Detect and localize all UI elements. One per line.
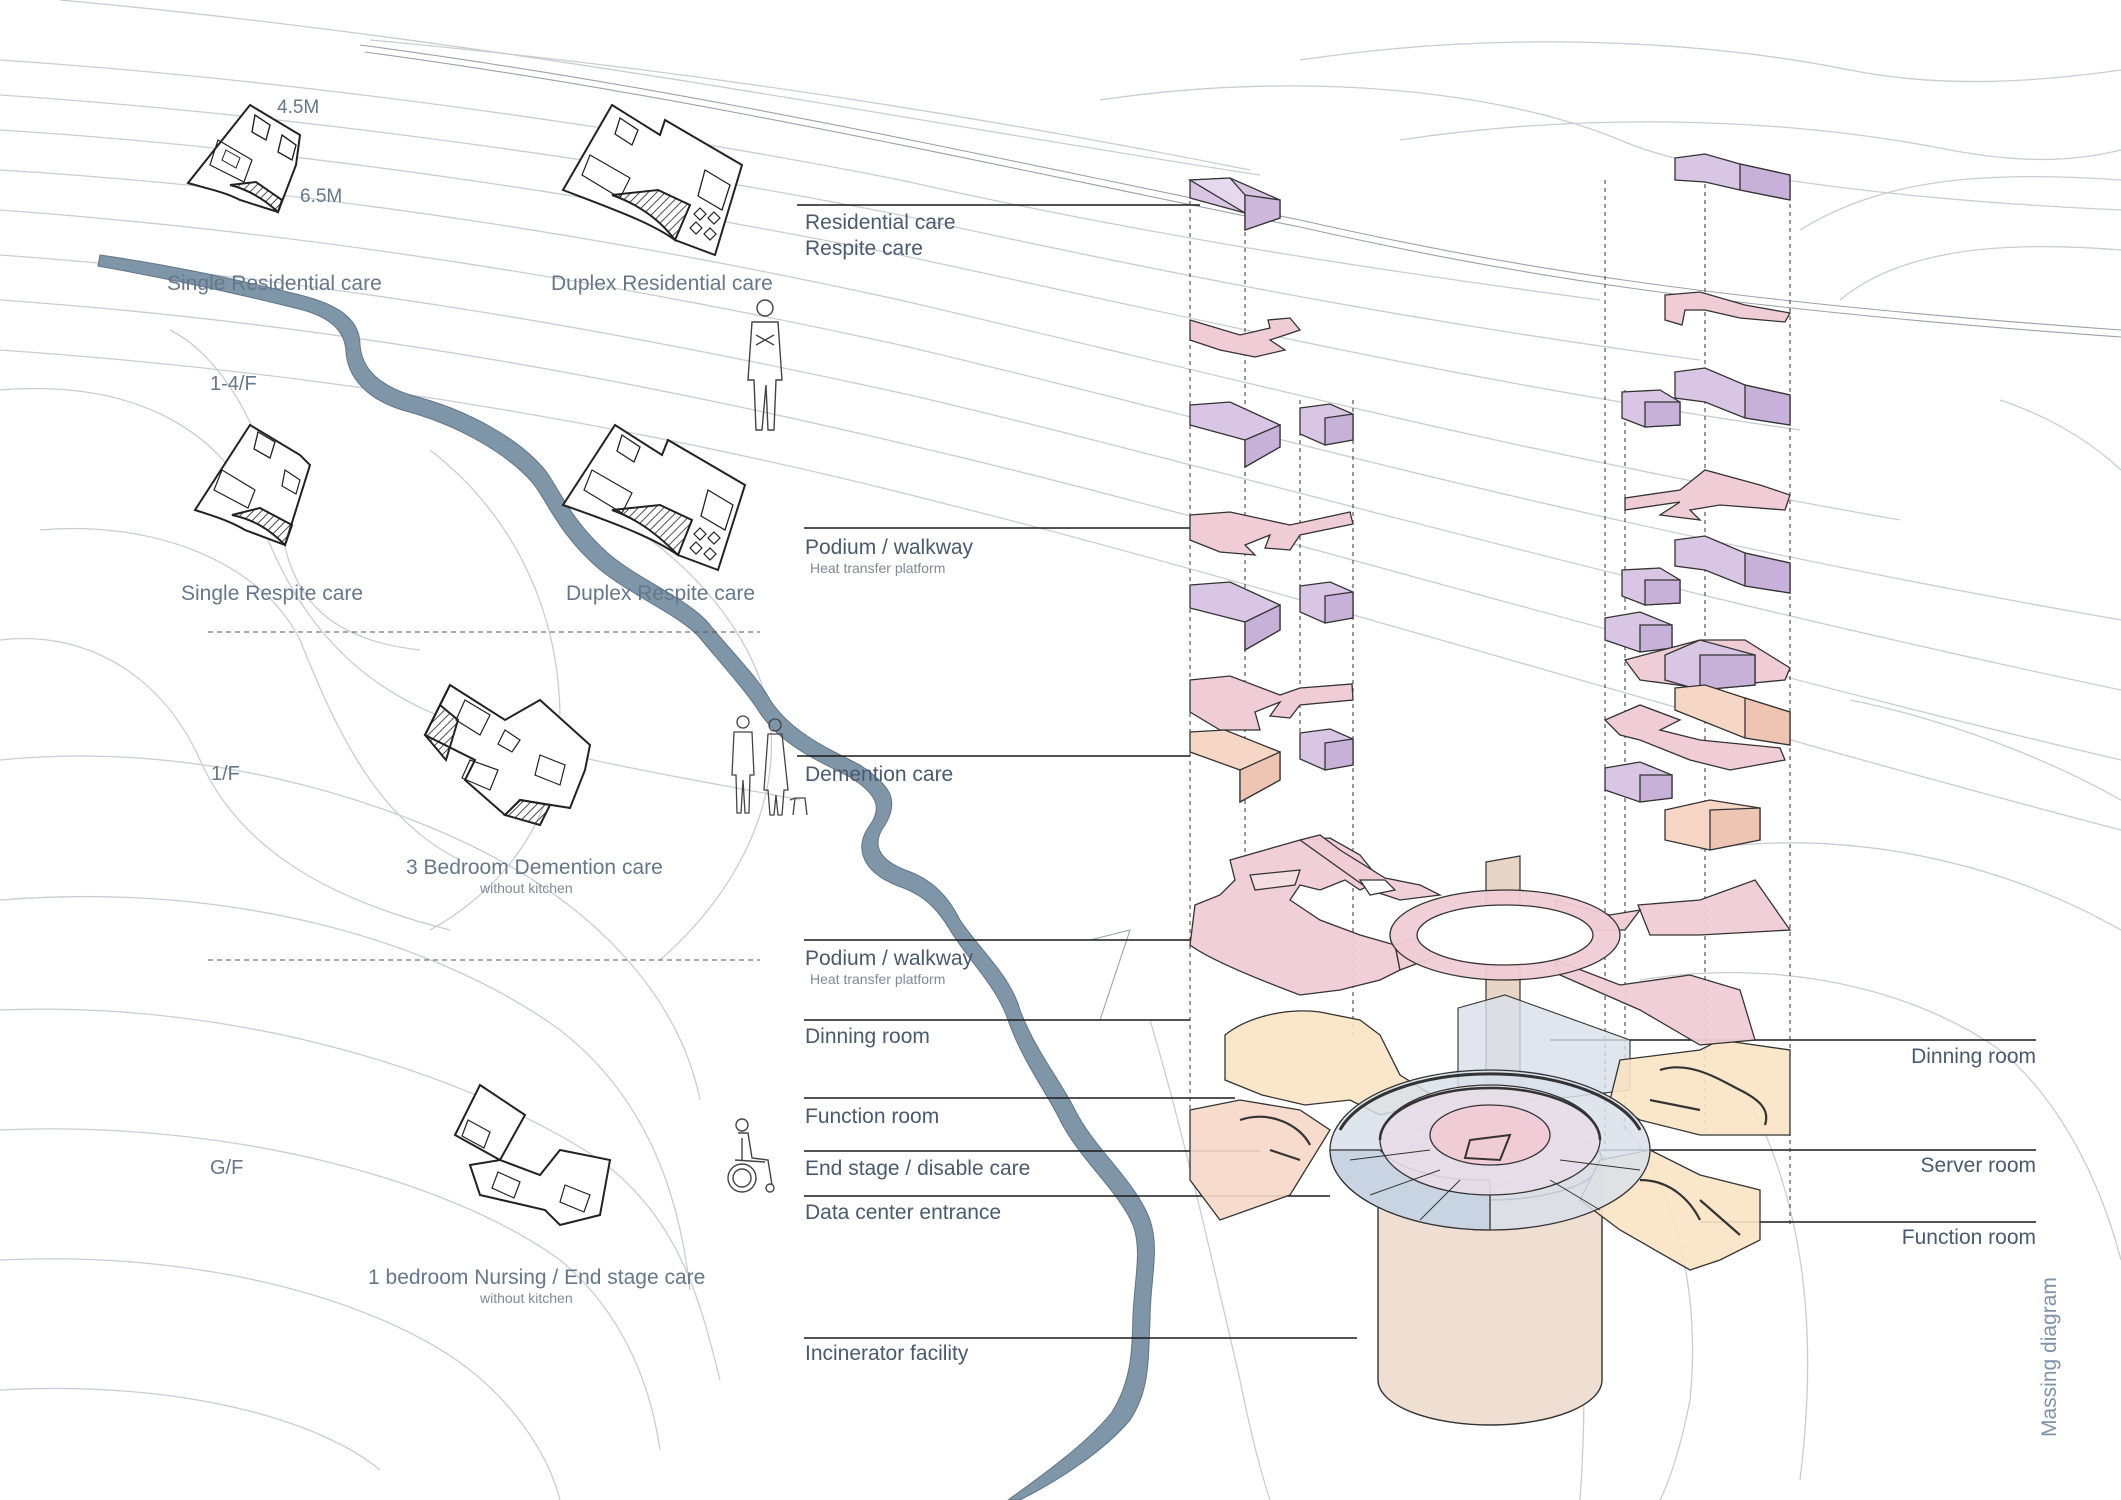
floor-level-label: 1-4/F bbox=[210, 373, 257, 395]
legend-label-right: Function room bbox=[1901, 1226, 2036, 1249]
unit-caption: Single Residential care bbox=[167, 272, 382, 295]
legend-label: Residential care bbox=[805, 211, 956, 234]
elderly-person-figure bbox=[747, 299, 783, 431]
unit-caption: 1 bedroom Nursing / End stage care bbox=[368, 1266, 706, 1289]
legend-label: Podium / walkway bbox=[805, 536, 974, 559]
legend-label: Data center entrance bbox=[805, 1201, 1002, 1224]
legend-label: End stage / disable care bbox=[805, 1157, 1031, 1180]
unit-caption: Duplex Respite care bbox=[566, 582, 756, 605]
diagram-title: Massing diagram bbox=[2038, 1277, 2061, 1437]
legend-label: Function room bbox=[805, 1105, 940, 1128]
left-stack bbox=[1187, 177, 1354, 804]
dimension-label: 4.5M bbox=[277, 97, 320, 118]
unit-3-bedroom-demention-plan bbox=[423, 683, 592, 827]
right-stack bbox=[1603, 153, 1792, 851]
couple-figures bbox=[731, 715, 808, 816]
unit-single-respite-plan bbox=[193, 423, 312, 547]
legend-label: Podium / walkway bbox=[805, 947, 974, 970]
unit-caption: 3 Bedroom Demention care bbox=[406, 856, 663, 879]
wheelchair-figure bbox=[727, 1118, 775, 1193]
legend-label: Dinning room bbox=[805, 1025, 930, 1048]
legend-label-right: Dinning room bbox=[1911, 1045, 2036, 1068]
unit-duplex-residential-plan bbox=[561, 103, 744, 257]
unit-1-bedroom-nursing-plan bbox=[453, 1083, 612, 1227]
vertical-guides bbox=[1189, 160, 1791, 1225]
legend-label-right: Server room bbox=[1920, 1154, 2036, 1177]
podium-lower bbox=[1189, 834, 1792, 1046]
legend-label: Incinerator facility bbox=[805, 1342, 969, 1365]
river bbox=[97, 254, 1155, 1500]
floor-dividers bbox=[208, 631, 760, 961]
legend-sublabel: Heat transfer platform bbox=[810, 971, 946, 987]
legend-label: Respite care bbox=[805, 237, 923, 260]
ground-floor-core-rings bbox=[1329, 1069, 1651, 1231]
road-lines bbox=[359, 44, 2121, 1021]
unit-caption: Duplex Residential care bbox=[551, 272, 773, 295]
ground-floor-dining-wing-left bbox=[1189, 1010, 1442, 1221]
unit-note: without kitchen bbox=[480, 1290, 573, 1306]
floor-level-label: G/F bbox=[210, 1157, 244, 1179]
unit-caption: Single Respite care bbox=[181, 582, 364, 605]
legend-sublabel: Heat transfer platform bbox=[810, 560, 946, 576]
unit-note: without kitchen bbox=[480, 880, 573, 896]
legend-label: Demention care bbox=[805, 763, 954, 786]
unit-single-residential-plan bbox=[186, 103, 302, 214]
floor-level-label: 1/F bbox=[211, 763, 240, 785]
unit-duplex-respite-plan bbox=[561, 423, 747, 572]
dimension-label: 6.5M bbox=[300, 186, 343, 207]
